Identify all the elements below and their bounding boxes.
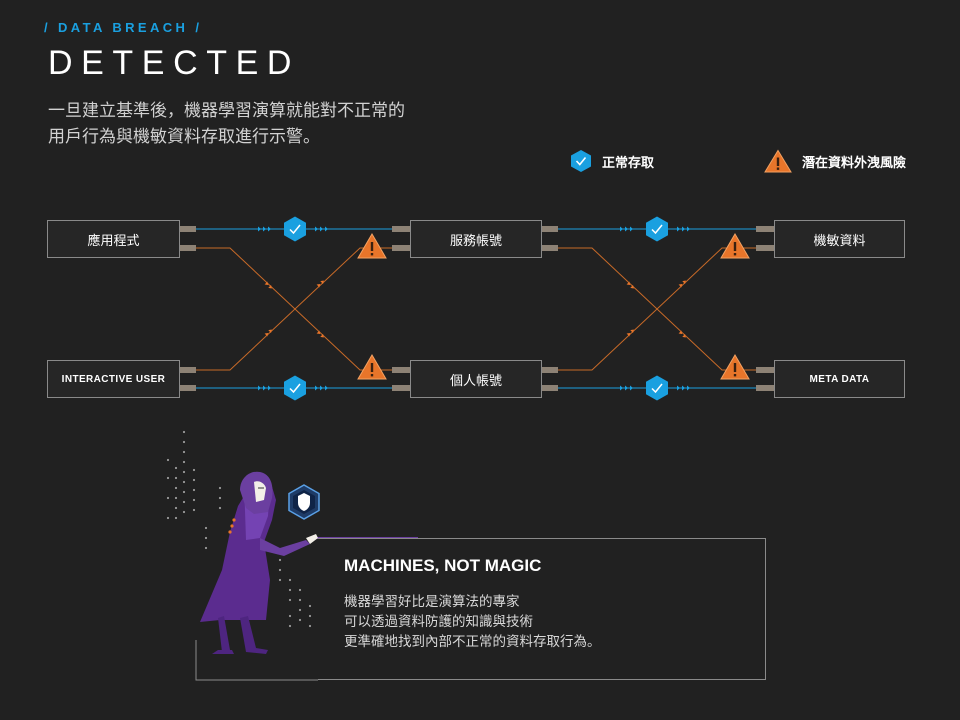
warning-triangle-icon [357,233,387,259]
subtitle-line: 用戶行為與機敏資料存取進行示警。 [48,127,320,147]
shield-check-icon [645,215,669,243]
dot-pattern [166,430,312,628]
section-eyebrow: / DATA BREACH / [44,20,203,35]
callout-body-line: 可以透過資料防護的知識與技術 [344,614,533,630]
callout-body-line: 機器學習好比是演算法的專家 [344,594,520,610]
node-app: 應用程式 [47,220,180,258]
warning-triangle-icon [720,354,750,380]
risk-flow-lines [196,247,756,371]
warning-triangle-icon [720,233,750,259]
callout-body: 機器學習好比是演算法的專家 可以透過資料防護的知識與技術 更準確地找到內部不正常… [344,592,601,652]
legend-risk: 潛在資料外洩風險 [764,149,906,173]
legend-normal-label: 正常存取 [602,155,655,171]
node-sensitive-data: 機敏資料 [774,220,905,258]
hooded-figure-illustration [166,430,320,654]
shield-check-icon [283,215,307,243]
page-subtitle: 一旦建立基準後，機器學習演算就能對不正常的 用戶行為與機敏資料存取進行示警。 [48,98,468,150]
port-connectors [180,226,774,391]
node-interactive-user: INTERACTIVE USER [47,360,180,398]
flow-arrows-orange [264,280,686,338]
node-meta-data: META DATA [774,360,905,398]
node-service-account: 服務帳號 [410,220,542,258]
flow-arrows-blue [258,226,690,391]
shield-badge-icon [288,484,320,520]
callout-body-line: 更準確地找到內部不正常的資料存取行為。 [344,634,601,650]
shield-check-icon [283,374,307,402]
legend-risk-label: 潛在資料外洩風險 [802,155,907,171]
callout-title: MACHINES, NOT MAGIC [344,556,542,575]
page-title: DETECTED [48,44,301,82]
callout-frame-left [195,640,318,681]
subtitle-line: 一旦建立基準後，機器學習演算就能對不正常的 [48,101,405,121]
warning-triangle-icon [357,354,387,380]
shield-check-icon [645,374,669,402]
shield-check-icon [571,150,591,172]
node-personal-account: 個人帳號 [410,360,542,398]
callout-box [318,538,766,680]
warning-triangle-icon [764,149,792,173]
legend-normal: 正常存取 [570,149,654,173]
